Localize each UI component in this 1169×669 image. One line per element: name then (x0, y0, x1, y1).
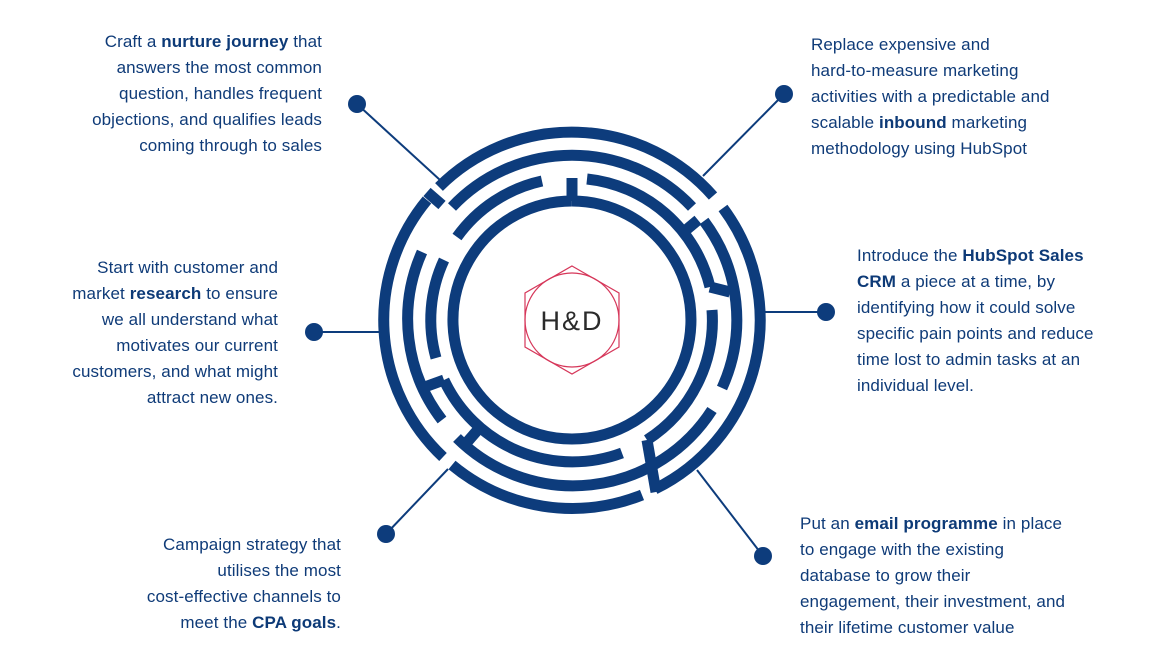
callout-text: a piece at a time, by (896, 272, 1056, 291)
connector-line-2 (702, 93, 785, 177)
logo-circle-icon (524, 272, 620, 368)
callout-line: engagement, their investment, and (800, 589, 1100, 615)
connector-dot-1 (348, 95, 366, 113)
callout-text: Campaign strategy that (163, 535, 341, 554)
callout-text: Replace expensive and (811, 35, 990, 54)
callout-text: attract new ones. (146, 388, 278, 407)
connector-dot-2 (775, 85, 793, 103)
logo: H&D (524, 265, 620, 375)
callout-text: to ensure (201, 284, 278, 303)
callout-keyword: research (129, 284, 202, 303)
callout-text: question, handles frequent (119, 84, 322, 103)
callout-line: activities with a predictable and (811, 84, 1111, 110)
callout-line: motivates our current (20, 333, 278, 359)
callout-keyword: CRM (857, 272, 897, 291)
callout-email-programme: Put an email programme in place to engage… (800, 511, 1100, 641)
callout-line: individual level. (857, 373, 1117, 399)
connector-dot-3 (817, 303, 835, 321)
callout-text: that (288, 32, 322, 51)
callout-line: hard-to-measure marketing (811, 58, 1111, 84)
callout-text: identifying how it could solve (857, 298, 1076, 317)
callout-text: in place (997, 514, 1063, 533)
connector-line-5 (385, 468, 449, 535)
callout-text: engagement, their investment, and (800, 592, 1066, 611)
callout-text: we all understand what (101, 310, 278, 329)
callout-line: coming through to sales (40, 133, 322, 159)
callout-keyword: inbound (879, 113, 947, 132)
callout-keyword: CPA goals (252, 613, 337, 632)
callout-line: attract new ones. (20, 385, 278, 411)
callout-line: to engage with the existing (800, 537, 1100, 563)
callout-line: Put an email programme in place (800, 511, 1100, 537)
callout-line: their lifetime customer value (800, 615, 1100, 641)
connector-dot-4 (305, 323, 323, 341)
logo-text: H&D (540, 306, 603, 336)
callout-line: scalable inbound marketing (811, 110, 1111, 136)
callout-text: scalable (811, 113, 879, 132)
callout-line: time lost to admin tasks at an (857, 347, 1117, 373)
callout-text: to engage with the existing (800, 540, 1005, 559)
callout-text: Start with customer and (97, 258, 278, 277)
callout-line: we all understand what (20, 307, 278, 333)
callout-line: customers, and what might (20, 359, 278, 385)
logo-hexagon-icon (524, 265, 620, 375)
callout-line: identifying how it could solve (857, 295, 1117, 321)
callout-text: . (336, 613, 341, 632)
callout-line: objections, and qualifies leads (40, 107, 322, 133)
callout-text: time lost to admin tasks at an (857, 350, 1081, 369)
connector-dot-6 (754, 547, 772, 565)
callout-text: hard-to-measure marketing (811, 61, 1019, 80)
callout-text: marketing (946, 113, 1028, 132)
callout-keyword: HubSpot Sales (962, 246, 1084, 265)
callout-line: specific pain points and reduce (857, 321, 1117, 347)
callout-line: meet the CPA goals. (100, 610, 341, 636)
callout-text: Introduce the (857, 246, 963, 265)
callout-line: database to grow their (800, 563, 1100, 589)
callout-line: Campaign strategy that (100, 532, 341, 558)
callout-text: Put an (800, 514, 855, 533)
callout-text: their lifetime customer value (800, 618, 1015, 637)
callout-text: activities with a predictable and (811, 87, 1050, 106)
callout-text: meet the (180, 613, 253, 632)
callout-line: Introduce the HubSpot Sales (857, 243, 1117, 269)
callout-text: individual level. (857, 376, 974, 395)
callout-cpa-goals: Campaign strategy that utilises the most c… (100, 532, 341, 636)
connector-dot-5 (377, 525, 395, 543)
callout-inbound-marketing: Replace expensive and hard-to-measure mar… (811, 32, 1111, 162)
callout-line: CRM a piece at a time, by (857, 269, 1117, 295)
callout-line: Craft a nurture journey that (40, 29, 322, 55)
callout-text: objections, and qualifies leads (92, 110, 322, 129)
callout-research: Start with customer and market research t… (20, 255, 278, 411)
callout-line: question, handles frequent (40, 81, 322, 107)
callout-line: utilises the most (100, 558, 341, 584)
callout-line: answers the most common (40, 55, 322, 81)
callout-text: coming through to sales (139, 136, 322, 155)
callout-line: cost-effective channels to (100, 584, 341, 610)
callout-keyword: nurture journey (161, 32, 289, 51)
connector-line-6 (696, 469, 764, 557)
callout-line: Start with customer and (20, 255, 278, 281)
callout-line: methodology using HubSpot (811, 136, 1111, 162)
callout-text: answers the most common (116, 58, 322, 77)
callout-text: motivates our current (116, 336, 278, 355)
callout-text: database to grow their (800, 566, 971, 585)
connector-line-1 (356, 103, 441, 181)
callout-text: cost-effective channels to (146, 587, 341, 606)
callout-nurture-journey: Craft a nurture journey that answers the … (40, 29, 322, 159)
callout-line: Replace expensive and (811, 32, 1111, 58)
callout-text: methodology using HubSpot (811, 139, 1028, 158)
callout-text: Craft a (104, 32, 162, 51)
maze-rings (378, 126, 766, 514)
callout-text: customers, and what might (72, 362, 278, 381)
callout-text: market (72, 284, 130, 303)
callout-keyword: email programme (854, 514, 998, 533)
callout-text: utilises the most (217, 561, 341, 580)
callout-text: specific pain points and reduce (857, 324, 1094, 343)
callout-line: market research to ensure (20, 281, 278, 307)
